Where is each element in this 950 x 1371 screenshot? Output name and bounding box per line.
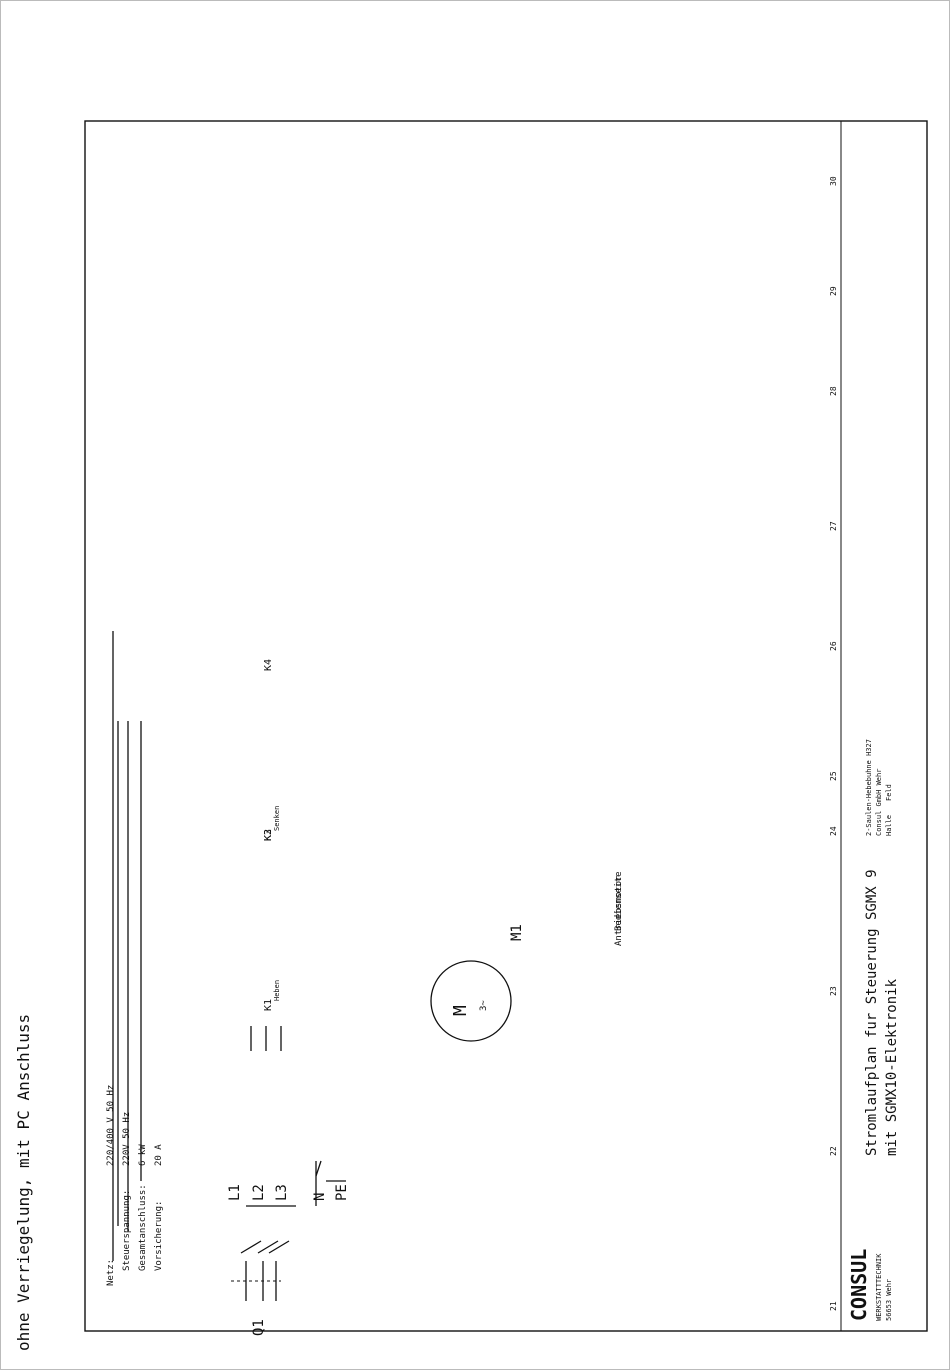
- svg-text:27: 27: [829, 521, 838, 531]
- drawing-frame: [84, 120, 928, 1332]
- sheet-heading: ohne Verriegelung, mit PC Anschluss: [14, 1014, 33, 1351]
- svg-text:Gesamtanschluss:: Gesamtanschluss:: [138, 1184, 148, 1271]
- main-power-rails: [112, 631, 142, 1261]
- svg-text:K2: K2: [263, 829, 274, 841]
- motor-m1: M 3~ M1 Antriebsmotor Bedienseite: [430, 871, 624, 1042]
- q1-label: Q1: [251, 1319, 267, 1336]
- svg-text:Antriebsmotor: Antriebsmotor: [614, 875, 624, 946]
- svg-text:Bedienseite: Bedienseite: [614, 871, 624, 931]
- svg-text:56653 Wehr: 56653 Wehr: [885, 1279, 893, 1321]
- grid-numbers: 21 22 23 24 25 26 27 28 29 30: [829, 176, 838, 1311]
- svg-text:N: N: [312, 1193, 328, 1201]
- svg-text:220/400 V 50 Hz: 220/400 V 50 Hz: [106, 1085, 116, 1166]
- svg-text:23: 23: [829, 986, 838, 996]
- svg-text:L2: L2: [251, 1184, 267, 1201]
- svg-text:K1: K1: [263, 999, 274, 1011]
- svg-text:22: 22: [829, 1146, 838, 1156]
- company-logo: CONSUL: [847, 1249, 871, 1321]
- svg-text:24: 24: [829, 826, 838, 836]
- contactor-k2: K2 Senken: [263, 806, 281, 841]
- contactor-k4: K4: [263, 659, 274, 671]
- svg-text:Consul GmbH Wehr: Consul GmbH Wehr: [875, 769, 883, 836]
- svg-text:Heben: Heben: [273, 980, 281, 1001]
- svg-text:3~: 3~: [479, 1000, 489, 1011]
- svg-text:K3: K3: [263, 829, 274, 841]
- svg-text:21: 21: [829, 1301, 838, 1311]
- contactor-k3: K3: [263, 829, 274, 841]
- svg-text:6 kW: 6 kW: [138, 1144, 148, 1166]
- svg-text:M: M: [450, 1005, 471, 1016]
- svg-text:M1: M1: [509, 924, 525, 941]
- svg-text:2-Saulen-Hebebuhne H327: 2-Saulen-Hebebuhne H327: [865, 739, 873, 836]
- main-switch-q1[interactable]: Q1: [231, 1240, 290, 1336]
- svg-text:20 A: 20 A: [154, 1144, 164, 1166]
- svg-text:Vorsicherung:: Vorsicherung:: [154, 1201, 164, 1271]
- svg-text:WERKSTATTTECHNIK: WERKSTATTTECHNIK: [875, 1253, 883, 1321]
- svg-text:L1: L1: [227, 1184, 243, 1201]
- svg-text:K4: K4: [263, 659, 274, 671]
- svg-text:26: 26: [829, 641, 838, 651]
- svg-text:28: 28: [829, 386, 838, 396]
- svg-text:Netz:: Netz:: [106, 1259, 116, 1286]
- svg-text:25: 25: [829, 771, 838, 781]
- svg-text:220V 50 Hz: 220V 50 Hz: [122, 1112, 132, 1166]
- svg-text:L3: L3: [274, 1184, 290, 1201]
- contactor-k1: K1 Heben: [250, 980, 282, 1051]
- svg-text:mit SGMX10-Elektronik: mit SGMX10-Elektronik: [884, 978, 900, 1156]
- svg-text:Steuerspannung:: Steuerspannung:: [122, 1190, 132, 1271]
- drawing-title: Stromlaufplan fur Steuerung SGMX 9: [864, 869, 880, 1156]
- svg-text:Senken: Senken: [273, 806, 281, 831]
- supply-specs: Netz: 220/400 V 50 Hz Steuerspannung: 22…: [106, 1085, 164, 1286]
- mains-labels: L1 L2 L3 N PE: [227, 1160, 350, 1207]
- svg-text:29: 29: [829, 286, 838, 296]
- svg-text:30: 30: [829, 176, 838, 186]
- svg-text:PE: PE: [334, 1184, 350, 1201]
- svg-text:Halle: Halle: [885, 815, 893, 836]
- title-block: CONSUL WERKSTATTTECHNIK 56653 Wehr Strom…: [840, 121, 900, 1331]
- svg-text:Feld: Feld: [885, 784, 893, 801]
